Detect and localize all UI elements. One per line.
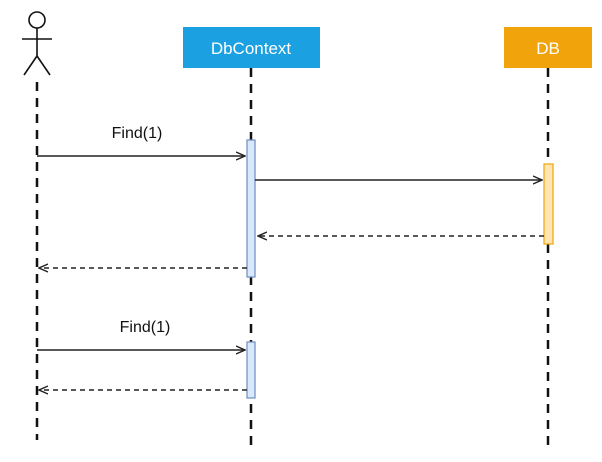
dbcontext-activation-2	[246, 341, 256, 399]
db-activation	[543, 163, 554, 245]
dbcontext-box	[183, 27, 320, 68]
db-participant: DB	[504, 27, 592, 68]
db-label: DB	[536, 39, 560, 58]
message-label: Find(1)	[112, 125, 163, 142]
db-box	[504, 27, 592, 68]
message-find-1-call-2: Find(1)	[37, 319, 245, 350]
message-label: Find(1)	[120, 319, 171, 336]
message-find-1-call: Find(1)	[37, 125, 245, 156]
dbcontext-label: DbContext	[211, 39, 292, 58]
dbcontext-activation-1	[246, 139, 256, 278]
dbcontext-participant: DbContext	[183, 27, 320, 68]
actor-icon	[22, 11, 52, 76]
